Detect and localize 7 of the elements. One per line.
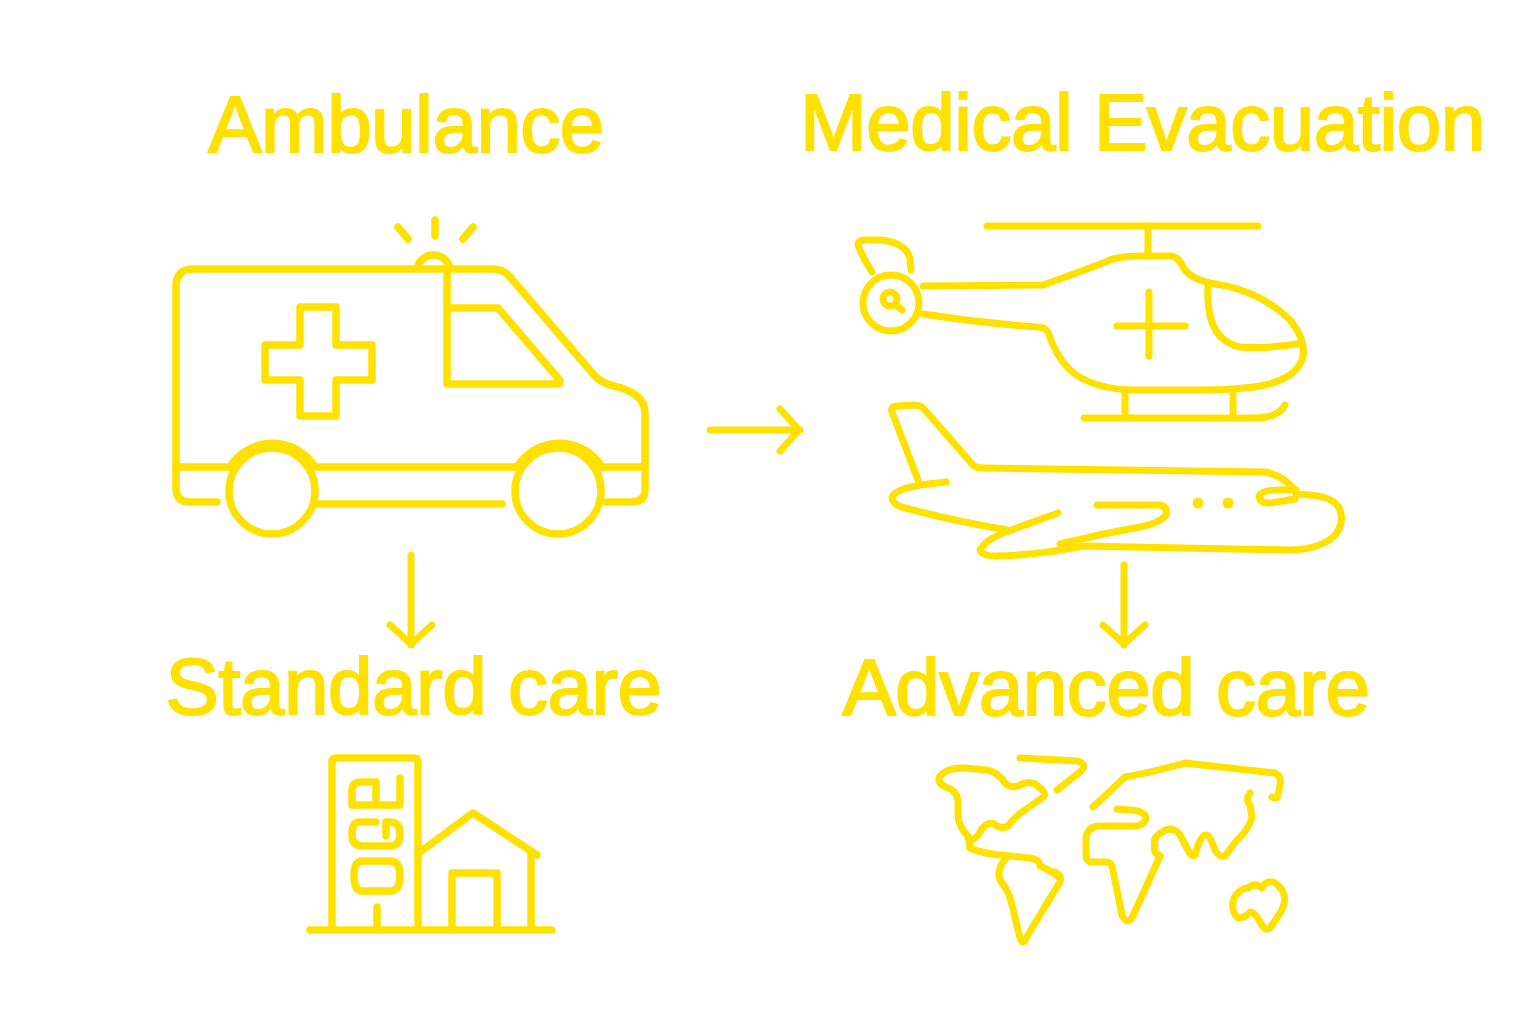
heading: Ambulance	[207, 85, 605, 165]
heading: Advanced care	[841, 648, 1371, 728]
arrow	[706, 405, 804, 455]
heading: Standard care	[165, 647, 662, 727]
arrow	[1099, 561, 1149, 649]
heading: Medical Evacuation	[800, 83, 1480, 163]
arrow	[386, 551, 436, 649]
